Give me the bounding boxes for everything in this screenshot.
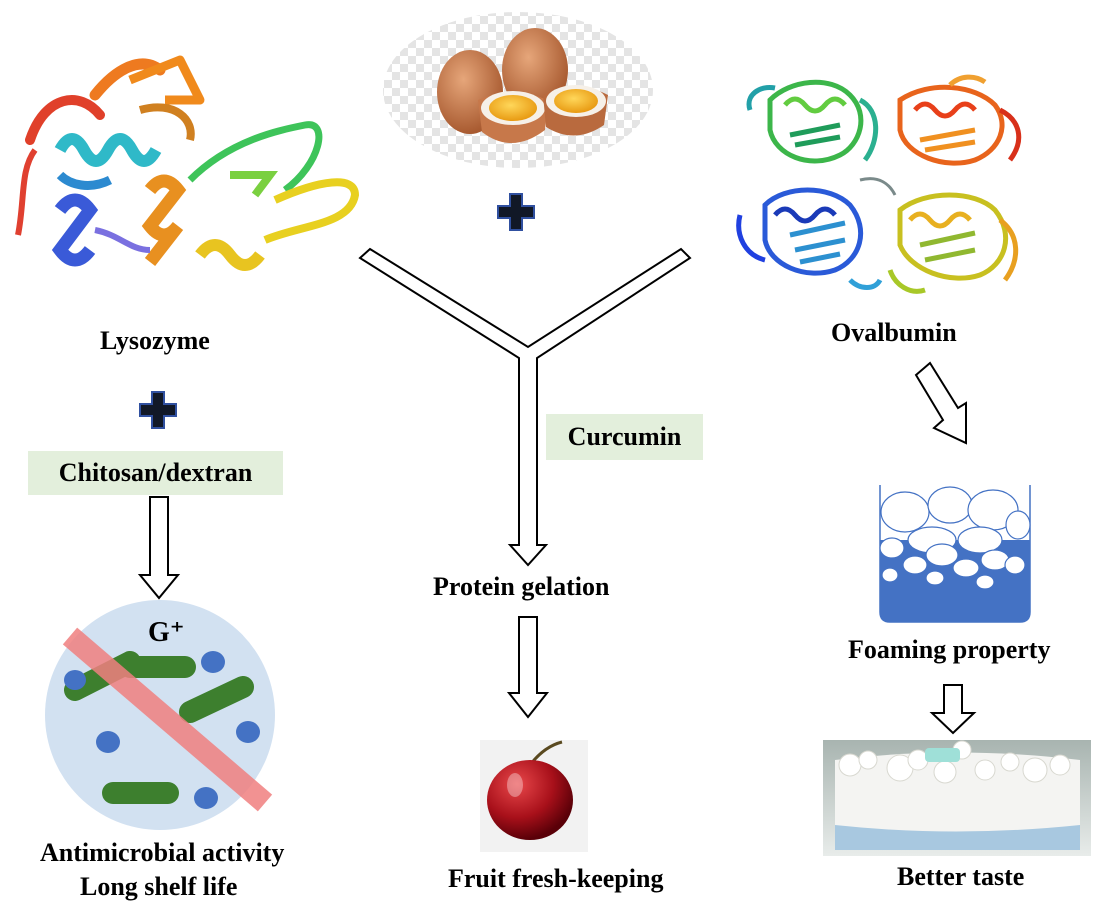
- plus-icon: [497, 193, 535, 231]
- protein-gelation-label: Protein gelation: [433, 572, 610, 601]
- cherry-image: [480, 740, 588, 852]
- foam-beaker-graphic: [879, 485, 1031, 623]
- bacteria-coccus: [236, 721, 260, 743]
- bacteria-rod: [179, 676, 254, 723]
- curcumin-tag: Curcumin: [546, 414, 703, 460]
- bacteria-coccus: [201, 651, 225, 673]
- ovalbumin-structure-image: [736, 74, 1022, 294]
- hollow-arrow-icon: [929, 684, 977, 735]
- cake-image: [823, 740, 1091, 856]
- hollow-arrow-icon: [137, 496, 181, 600]
- fruit-fresh-keeping-label: Fruit fresh-keeping: [448, 864, 664, 893]
- lysozyme-structure-image: [15, 55, 360, 271]
- chitosan-dextran-tag: Chitosan/dextran: [28, 451, 283, 495]
- ovalbumin-label: Ovalbumin: [831, 318, 957, 347]
- hollow-arrow-icon: [914, 361, 967, 445]
- better-taste-label: Better taste: [897, 862, 1025, 891]
- long-shelf-life-label: Long shelf life: [80, 872, 238, 901]
- bacteria-coccus: [194, 787, 218, 809]
- bacteria-coccus: [64, 670, 86, 690]
- foaming-property-label: Foaming property: [848, 635, 1051, 664]
- lysozyme-label: Lysozyme: [100, 326, 210, 355]
- convergence-y-connector: [358, 247, 692, 567]
- bacteria-coccus: [96, 731, 120, 753]
- gram-positive-label: G⁺: [148, 617, 185, 648]
- eggs-image: [383, 12, 653, 168]
- plus-icon: [139, 391, 177, 429]
- hollow-arrow-icon: [506, 616, 550, 719]
- cross-out-icon: [62, 627, 273, 812]
- gram-positive-bacteria-graphic: [45, 600, 275, 830]
- antimicrobial-activity-label: Antimicrobial activity: [40, 838, 285, 867]
